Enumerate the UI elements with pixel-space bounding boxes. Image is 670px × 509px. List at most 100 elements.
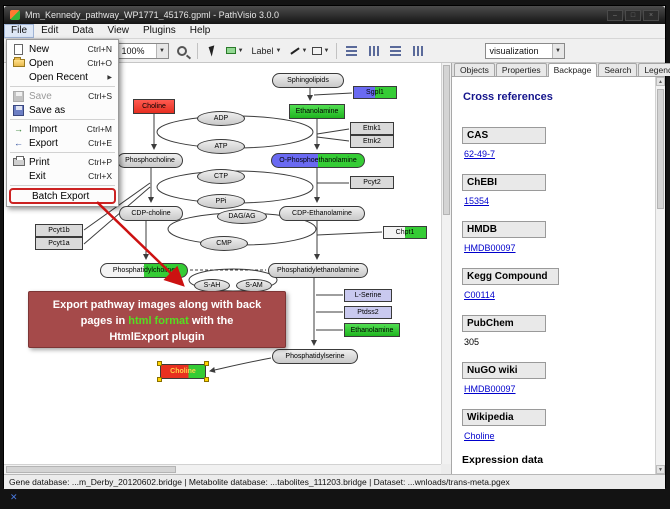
node-choline-top[interactable]: Choline [133,99,175,114]
node-label: Choline [170,368,196,375]
menu-item-label: New [29,43,50,55]
menu-item-shortcut: Ctrl+E [88,138,112,148]
menubar: File Edit Data View Plugins Help [4,24,665,39]
file-menu-import[interactable]: → Import Ctrl+M [8,122,117,136]
crossref-link[interactable]: 62-49-7 [464,149,496,159]
line-icon [289,46,300,55]
scroll-down-icon[interactable]: ▼ [656,465,665,474]
file-menu-save-as[interactable]: Save as [8,103,117,117]
node-ethanolamine-top[interactable]: Ethanolamine [289,104,345,119]
file-menu-exit[interactable]: Exit Ctrl+X [8,169,117,183]
align-vertical-icon [368,45,379,56]
zoom-value: 100% [121,45,145,56]
node-chpt1[interactable]: Chpt1 [383,226,427,239]
select-tool-button[interactable] [203,41,223,61]
tab-backpage[interactable]: Backpage [547,63,598,77]
scroll-up-icon[interactable]: ▲ [656,77,665,86]
zoom-select[interactable]: 100% ▼ [116,42,169,59]
align-vertical-button[interactable] [364,41,384,61]
node-etnk1[interactable]: Etnk1 [350,122,394,135]
node-pcyt2[interactable]: Pcyt2 [350,176,394,189]
node-phosphatidylcholine[interactable]: Phosphatidylcholine [100,263,188,278]
selection-handle[interactable] [157,361,162,366]
node-cdp-ethanolamine[interactable]: CDP-Ethanolamine [279,206,365,221]
node-ctp[interactable]: CTP [197,169,245,184]
menu-item-shortcut: Ctrl+M [86,124,112,134]
crossref-header: Kegg Compound [462,268,559,285]
node-etnk2[interactable]: Etnk2 [350,135,394,148]
line-tool-button[interactable]: ▼ [289,41,309,61]
node-phosphatidylserine[interactable]: Phosphatidylserine [272,349,358,364]
zoom-fit-button[interactable] [172,41,192,61]
node-ppi[interactable]: PPi [197,194,245,209]
canvas-vertical-scrollbar[interactable] [441,63,451,464]
close-button[interactable]: × [643,9,659,21]
menu-item-label: Open [29,57,54,69]
node-cdp-choline[interactable]: CDP-choline [119,206,183,221]
node-ethanolamine-bottom[interactable]: Ethanolamine [344,323,400,337]
file-menu-save[interactable]: Save Ctrl+S [8,89,117,103]
crossref-title: Cross references [463,91,553,103]
node-atp[interactable]: ATP [197,139,245,154]
node-pcyt1b[interactable]: Pcyt1b [35,224,83,237]
menu-help[interactable]: Help [189,25,211,36]
node-sphingolipids[interactable]: Sphingolipids [272,73,344,88]
selection-handle[interactable] [157,377,162,382]
node-phosphatidylethanolamine[interactable]: Phosphatidylethanolamine [268,263,368,278]
selection-handle[interactable] [204,377,209,382]
selection-handle[interactable] [204,361,209,366]
file-menu-open[interactable]: Open Ctrl+O [8,56,117,70]
stack-horizontal-button[interactable] [386,41,406,61]
panel-vertical-scrollbar[interactable]: ▲ ▼ [655,77,665,474]
datanode-icon [225,47,236,54]
titlebar[interactable]: Mm_Kennedy_pathway_WP1771_45176.gpml - P… [4,6,665,24]
stack-vertical-button[interactable] [408,41,428,61]
crossref-header: HMDB [462,221,546,238]
node-o-phosphoethanolamine[interactable]: O-Phosphoethanolamine [271,153,365,168]
menu-item-label: Save [29,90,52,102]
file-menu-export[interactable]: ← Export Ctrl+E [8,136,117,150]
crossref-link[interactable]: Choline [464,431,495,441]
shape-tool-button[interactable]: ▼ [311,41,331,61]
file-menu-open-recent[interactable]: Open Recent ▶ [8,70,117,84]
node-dag[interactable]: DAG/AG [217,209,267,224]
scrollbar-thumb[interactable] [443,65,450,215]
node-choline-selected[interactable]: Choline [157,361,209,382]
tab-search[interactable]: Search [598,63,638,76]
node-phosphocholine[interactable]: Phosphocholine [117,153,183,168]
datanode-tool-button[interactable]: ▼ [225,41,245,61]
node-l-serine[interactable]: L-Serine [344,289,392,302]
maximize-button[interactable]: □ [625,9,641,21]
file-menu-batch-export[interactable]: Batch Export [9,188,116,204]
scrollbar-thumb[interactable] [657,89,664,209]
crossref-link[interactable]: C00114 [464,290,495,300]
expression-data-heading: Expression data [462,454,544,466]
tab-objects[interactable]: Objects [454,63,495,76]
crossref-link[interactable]: HMDB00097 [464,384,516,394]
crossref-link[interactable]: HMDB00097 [464,243,516,253]
node-ptdss2[interactable]: Ptdss2 [344,306,392,319]
menu-view[interactable]: View [107,25,129,36]
node-cmp[interactable]: CMP [200,236,248,251]
menu-plugins[interactable]: Plugins [142,25,176,36]
file-menu-new[interactable]: New Ctrl+N [8,42,117,56]
menu-edit[interactable]: Edit [41,25,59,36]
crossref-header: CAS [462,127,546,144]
align-horizontal-button[interactable] [342,41,362,61]
pointer-icon [208,44,217,57]
tab-legend[interactable]: Legend [638,63,670,76]
menu-data[interactable]: Data [72,25,94,36]
scrollbar-thumb[interactable] [6,466,176,473]
visualization-select[interactable]: visualization ▼ [484,42,565,59]
file-menu-print[interactable]: Print Ctrl+P [8,155,117,169]
menu-file[interactable]: File [4,24,35,38]
node-adp[interactable]: ADP [197,111,245,126]
label-tool-button[interactable]: Label▼ [247,41,287,61]
node-sgpl1[interactable]: Sgpl1 [353,86,397,99]
canvas-horizontal-scrollbar[interactable] [4,464,441,474]
tab-properties[interactable]: Properties [495,63,547,76]
minimize-button[interactable]: – [607,9,623,21]
callout-note: Export pathway images along with back pa… [28,291,286,348]
crossref-link[interactable]: 15354 [464,196,490,206]
node-pcyt1a[interactable]: Pcyt1a [35,237,83,250]
